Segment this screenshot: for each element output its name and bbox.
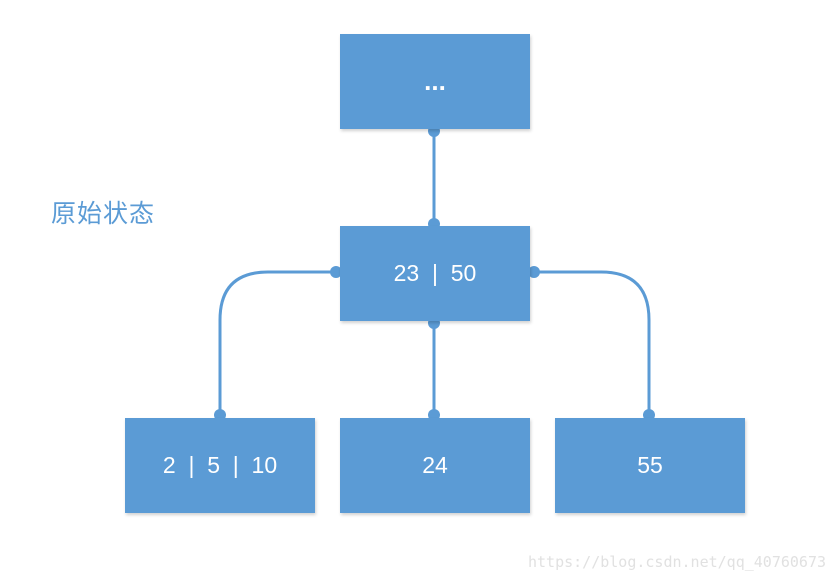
tree-node-middle: 23 | 50 [340,226,530,321]
connector-mid-right [534,270,651,415]
watermark-text: https://blog.csdn.net/qq_40760673 [527,553,826,571]
tree-node-right-leaf: 55 [555,418,745,513]
tree-node-top: ... [340,34,530,129]
tree-node-center-leaf: 24 [340,418,530,513]
diagram-caption: 原始状态 [51,199,156,228]
connector-mid-left [218,270,336,415]
tree-node-left-leaf: 2 | 5 | 10 [125,418,315,513]
connector-dot [528,266,540,278]
connector-dot [330,266,342,278]
